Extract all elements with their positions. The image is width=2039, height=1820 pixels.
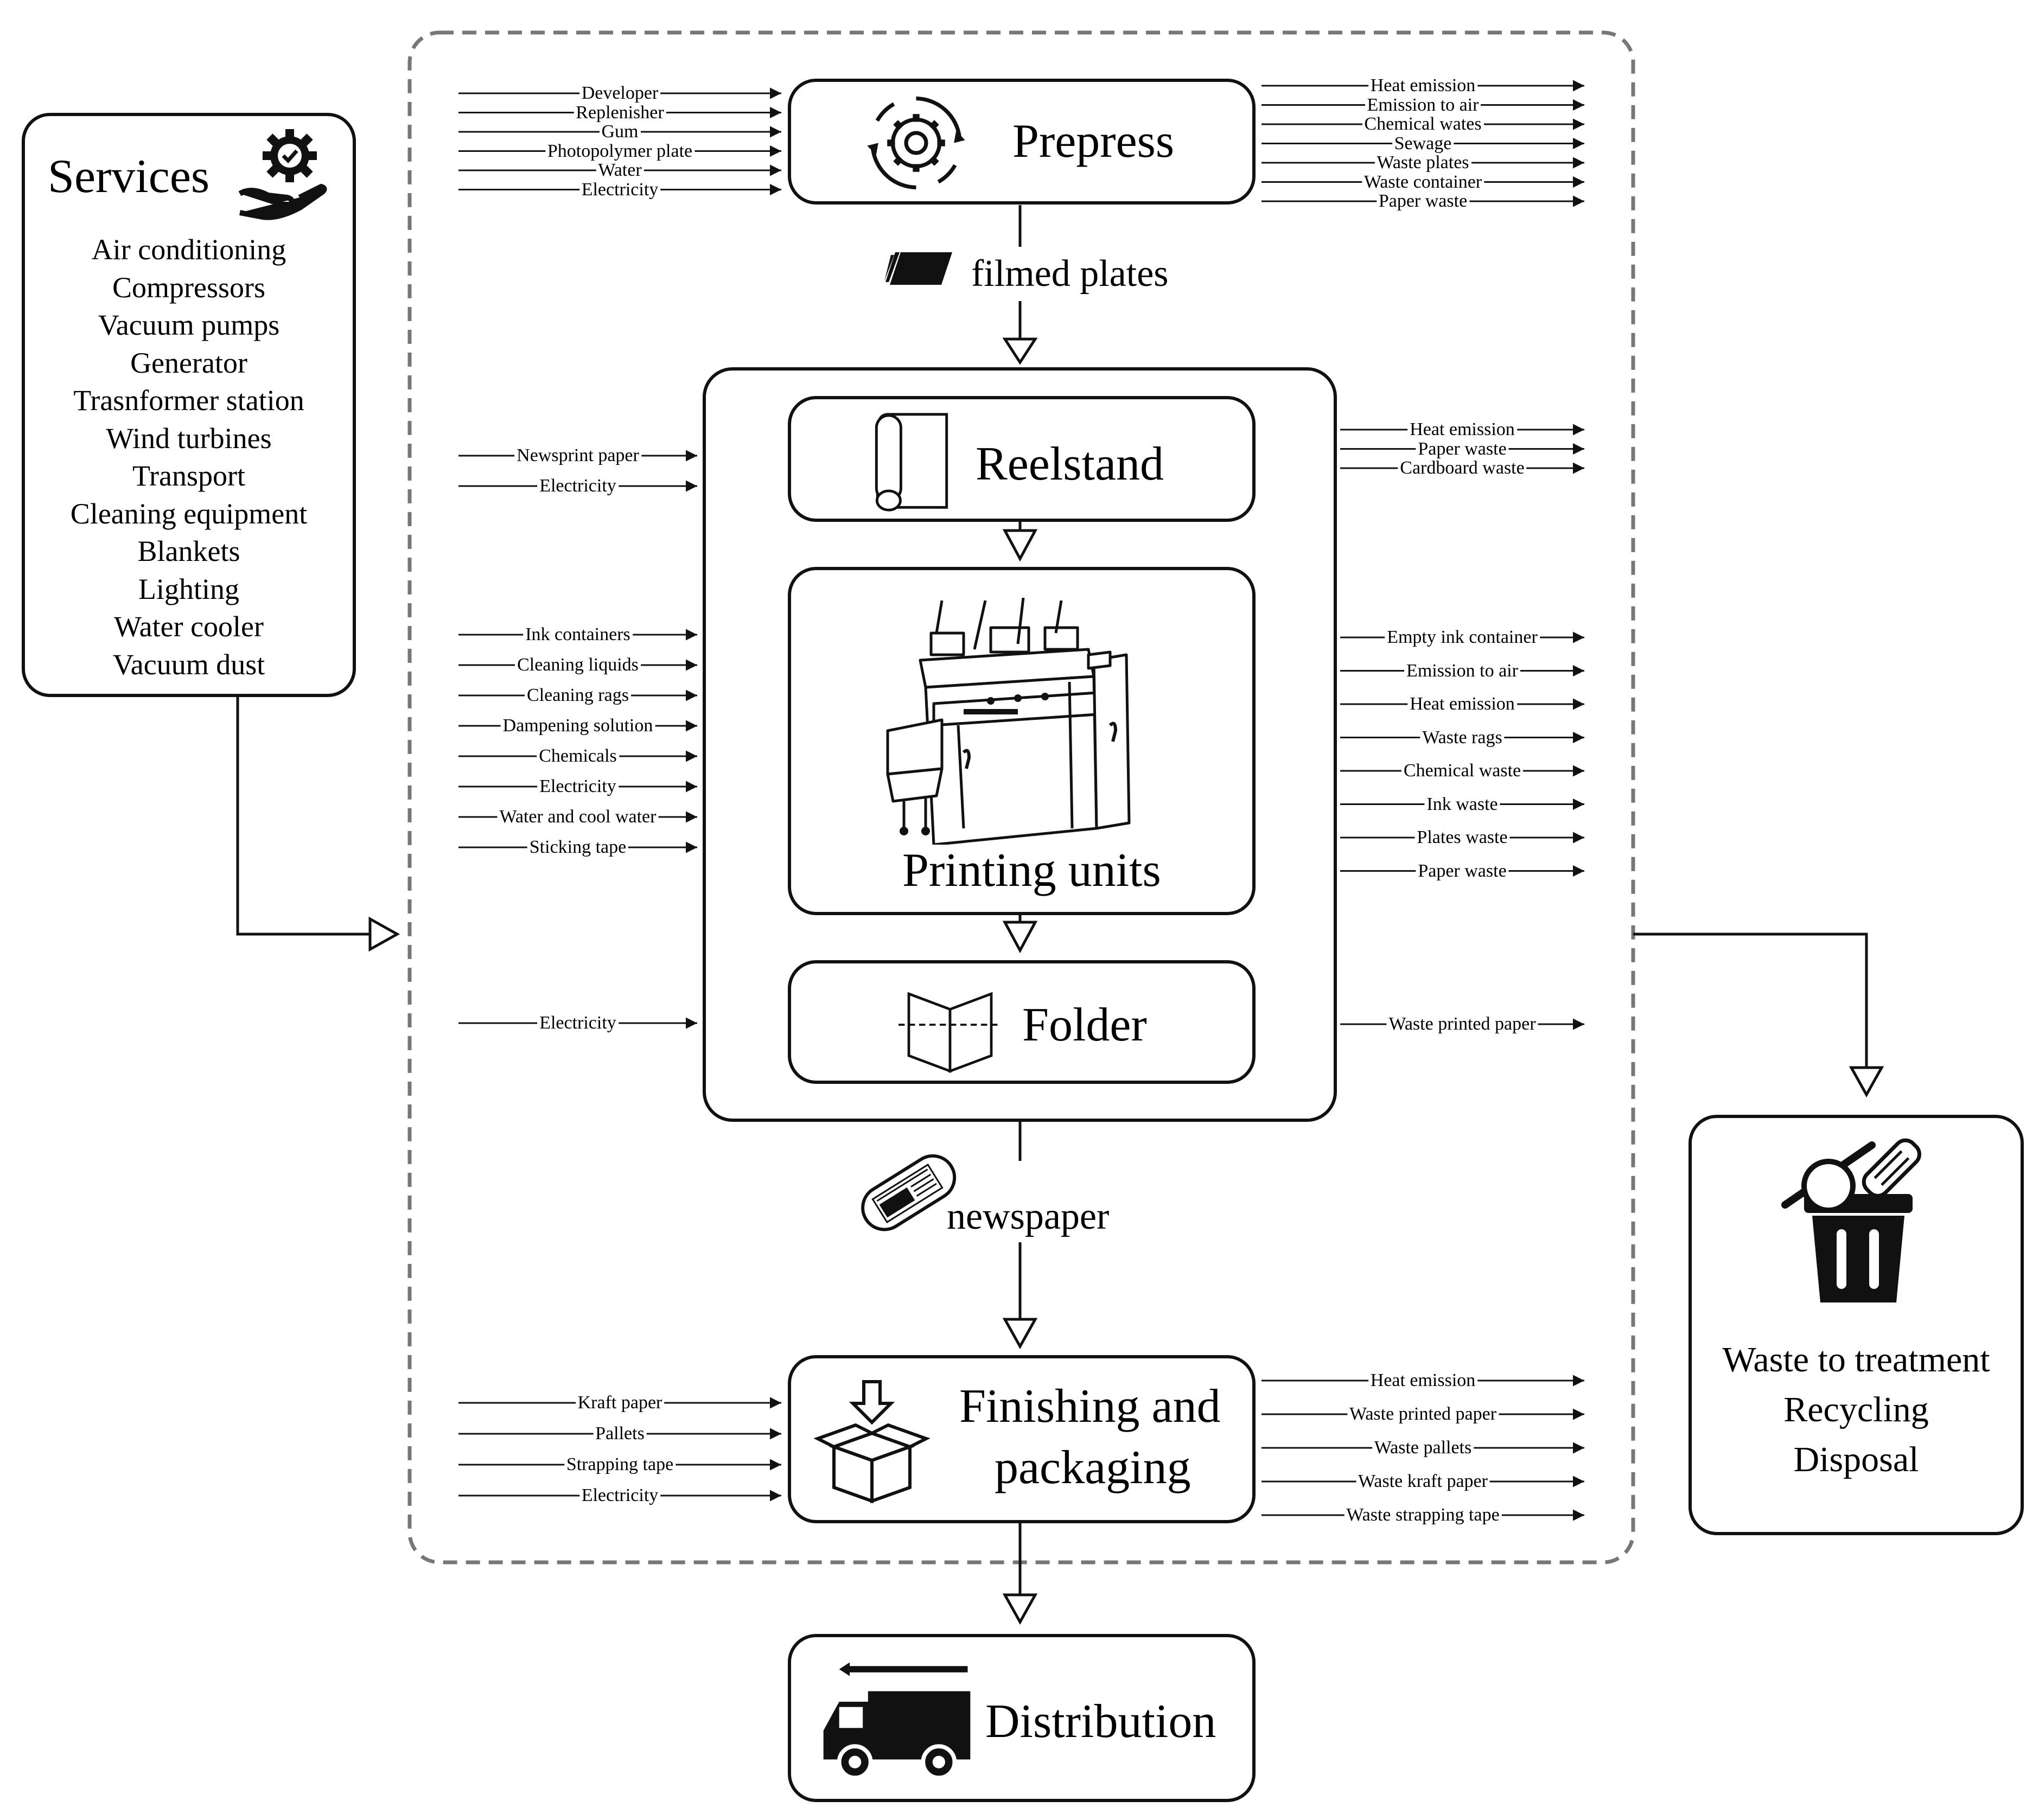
distribution-title: Distribution bbox=[985, 1695, 1216, 1748]
flow-arrowhead bbox=[368, 916, 400, 952]
flow-arrowhead bbox=[1002, 921, 1038, 954]
output-label: Plates waste bbox=[1414, 828, 1510, 847]
waste-line: Recycling bbox=[1783, 1390, 1929, 1429]
flow-arrowhead bbox=[1002, 1318, 1038, 1350]
input-label: Electricity bbox=[537, 477, 619, 495]
input-label: Water bbox=[596, 161, 644, 180]
output-label: Waste strapping tape bbox=[1344, 1506, 1502, 1524]
folder-box: Folder bbox=[788, 960, 1256, 1084]
input-label: Replenisher bbox=[574, 103, 666, 122]
printing-units-box: Printing units bbox=[788, 567, 1256, 915]
package-box-icon bbox=[813, 1380, 931, 1504]
output-label: Waste printed paper bbox=[1347, 1405, 1499, 1423]
prepress-title: Prepress bbox=[1012, 115, 1175, 168]
service-item: Vacuum pumps bbox=[98, 309, 280, 341]
output-label: Waste kraft paper bbox=[1356, 1472, 1490, 1491]
reelstand-title: Reelstand bbox=[976, 438, 1164, 490]
input-label: Chemicals bbox=[537, 747, 619, 765]
output-label: Heat emission bbox=[1407, 695, 1517, 713]
input-label: Cleaning liquids bbox=[515, 656, 641, 674]
output-label: Ink waste bbox=[1424, 795, 1500, 814]
input-label: Gum bbox=[599, 123, 641, 141]
input-label: Ink containers bbox=[523, 625, 633, 644]
folder-title: Folder bbox=[1022, 999, 1147, 1051]
newspaper-icon bbox=[861, 1154, 957, 1231]
finishing-title-line2: packaging bbox=[995, 1441, 1191, 1494]
process-gear-icon bbox=[867, 96, 965, 190]
recycling-bin-icon bbox=[1781, 1138, 1921, 1302]
service-item: Lighting bbox=[138, 572, 239, 605]
service-item: Trasnformer station bbox=[73, 384, 304, 417]
input-label: Electricity bbox=[537, 1014, 619, 1032]
input-label: Developer bbox=[579, 84, 661, 103]
input-label: Electricity bbox=[537, 777, 619, 796]
input-label: Photopolymer plate bbox=[545, 142, 695, 161]
printing-group-box bbox=[703, 367, 1337, 1122]
service-item: Blankets bbox=[137, 535, 240, 567]
output-label: Waste plates bbox=[1374, 154, 1471, 172]
service-hand-gear-icon bbox=[238, 129, 327, 220]
flow-arrowhead bbox=[1002, 529, 1038, 562]
input-label: Sticking tape bbox=[527, 838, 629, 857]
distribution-box: Distribution bbox=[788, 1634, 1256, 1802]
paper-reel-icon bbox=[875, 413, 948, 512]
output-label: Waste pallets bbox=[1372, 1439, 1474, 1457]
output-label: Chemical waste bbox=[1401, 762, 1524, 780]
output-label: Chemical wates bbox=[1362, 115, 1484, 133]
input-label: Cleaning rags bbox=[525, 686, 631, 705]
input-label: Water and cool water bbox=[497, 808, 659, 826]
output-label: Paper waste bbox=[1416, 861, 1509, 880]
service-item: Cleaning equipment bbox=[70, 497, 308, 530]
output-label: Emission to air bbox=[1365, 95, 1481, 114]
printing-units-title: Printing units bbox=[902, 844, 1161, 897]
reelstand-box: Reelstand bbox=[788, 396, 1256, 522]
waste-line: Disposal bbox=[1793, 1440, 1919, 1479]
input-label: Strapping tape bbox=[564, 1455, 676, 1474]
output-label: Emission to air bbox=[1404, 661, 1520, 680]
service-item: Vacuum dust bbox=[112, 648, 265, 681]
prepress-box: Prepress bbox=[788, 79, 1256, 205]
flow-label-newspaper: newspaper bbox=[947, 1196, 1110, 1237]
output-label: Sewage bbox=[1392, 134, 1454, 153]
output-label: Empty ink container bbox=[1385, 628, 1540, 647]
finishing-title-line1: Finishing and bbox=[959, 1380, 1221, 1433]
flow-arrowhead bbox=[1849, 1066, 1884, 1098]
flow-label-filmed-plates: filmed plates bbox=[971, 253, 1169, 295]
service-item: Compressors bbox=[112, 271, 265, 304]
finishing-box: Finishing and packaging bbox=[788, 1355, 1256, 1523]
input-label: Dampening solution bbox=[500, 717, 655, 735]
output-label: Heat emission bbox=[1407, 420, 1517, 439]
folded-paper-icon bbox=[899, 992, 1002, 1073]
output-label: Waste printed paper bbox=[1386, 1015, 1538, 1033]
service-item: Transport bbox=[132, 459, 246, 492]
input-label: Electricity bbox=[579, 1486, 661, 1505]
waste-line: Waste to treatment bbox=[1722, 1340, 1990, 1380]
service-item: Generator bbox=[130, 346, 247, 379]
plates-icon bbox=[884, 252, 952, 285]
output-label: Cardboard waste bbox=[1398, 459, 1527, 477]
input-label: Pallets bbox=[593, 1425, 647, 1443]
output-label: Waste container bbox=[1361, 173, 1484, 191]
output-label: Waste rags bbox=[1420, 728, 1505, 747]
input-label: Kraft paper bbox=[575, 1394, 665, 1412]
input-label: Electricity bbox=[579, 180, 661, 199]
services-title: Services bbox=[48, 150, 210, 203]
delivery-truck-icon bbox=[823, 1662, 971, 1780]
flow-arrowhead bbox=[1002, 337, 1038, 365]
input-label: Newsprint paper bbox=[514, 446, 641, 465]
service-item: Water cooler bbox=[114, 610, 264, 643]
output-label: Paper waste bbox=[1416, 439, 1509, 458]
output-label: Heat emission bbox=[1368, 1371, 1478, 1390]
flow-arrowhead bbox=[1002, 1593, 1038, 1625]
output-label: Heat emission bbox=[1368, 76, 1478, 95]
service-item: Air conditioning bbox=[91, 233, 286, 266]
output-label: Paper waste bbox=[1376, 192, 1470, 210]
service-item: Wind turbines bbox=[106, 422, 272, 455]
printing-press-icon bbox=[886, 597, 1131, 845]
